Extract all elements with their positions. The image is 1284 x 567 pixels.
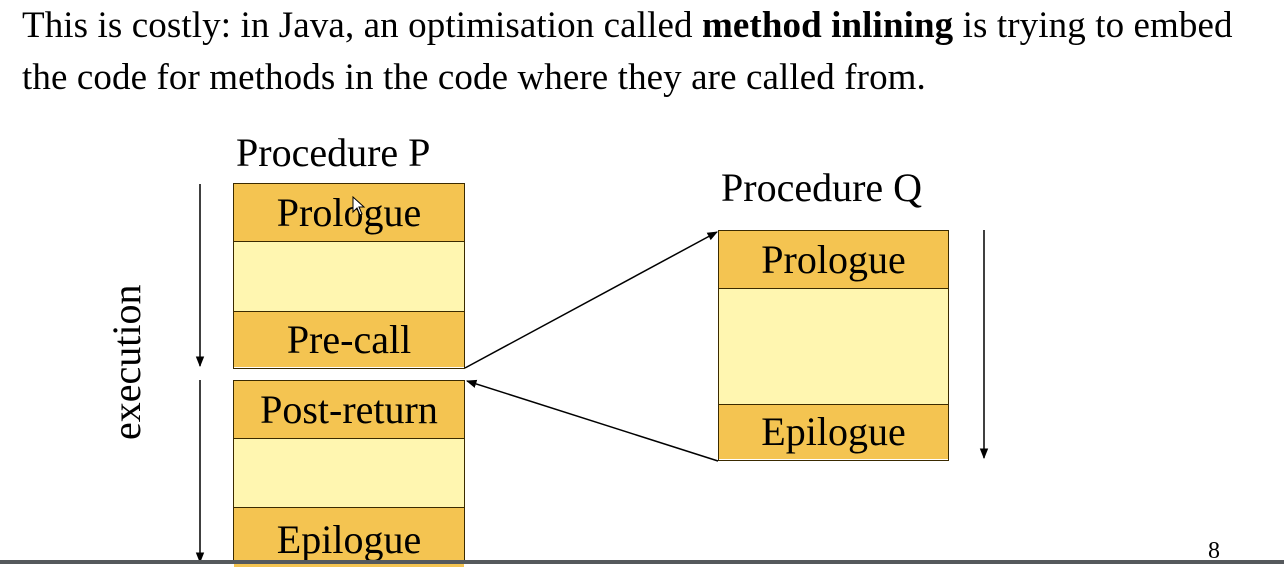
p-epilogue-section: Epilogue <box>234 507 464 567</box>
mouse-cursor-icon <box>352 196 366 216</box>
intro-emphasis: method inlining <box>701 5 954 46</box>
q-prologue-section: Prologue <box>719 231 948 288</box>
call-arrow <box>464 231 718 369</box>
q-epilogue-label: Epilogue <box>761 409 906 454</box>
intro-text-end: is trying to embed the code for methods … <box>22 5 1233 98</box>
p-precall-label: Pre-call <box>286 316 412 362</box>
procedure-p-upper-block: Prologue Pre-call <box>233 183 465 369</box>
q-prologue-label: Prologue <box>761 236 906 282</box>
p-postreturn-label: Post-return <box>260 386 438 432</box>
p-epilogue-label: Epilogue <box>276 516 422 562</box>
p-postreturn-section: Post-return <box>234 381 464 438</box>
page-number: 8 <box>1208 538 1220 564</box>
q-epilogue-section: Epilogue <box>719 404 948 459</box>
procedure-q-block: Prologue Epilogue <box>718 230 949 461</box>
procedure-q-title: Procedure Q <box>721 165 923 210</box>
procedure-p-lower-block: Post-return Epilogue <box>233 380 465 567</box>
p-precall-section: Pre-call <box>234 311 464 367</box>
p-prologue-section: Prologue <box>234 184 464 241</box>
bottom-edge-bar <box>0 560 1284 564</box>
p-body-lower-section <box>234 438 464 507</box>
intro-paragraph: This is costly: in Java, an optimisation… <box>22 0 1282 104</box>
p-prologue-label: Prologue <box>276 189 422 235</box>
q-body-section <box>719 288 948 404</box>
procedure-p-title: Procedure P <box>236 130 431 175</box>
p-body-upper-section <box>234 241 464 311</box>
return-arrow <box>465 379 719 462</box>
intro-text-start: This is costly: in Java, an optimisation… <box>22 5 702 46</box>
